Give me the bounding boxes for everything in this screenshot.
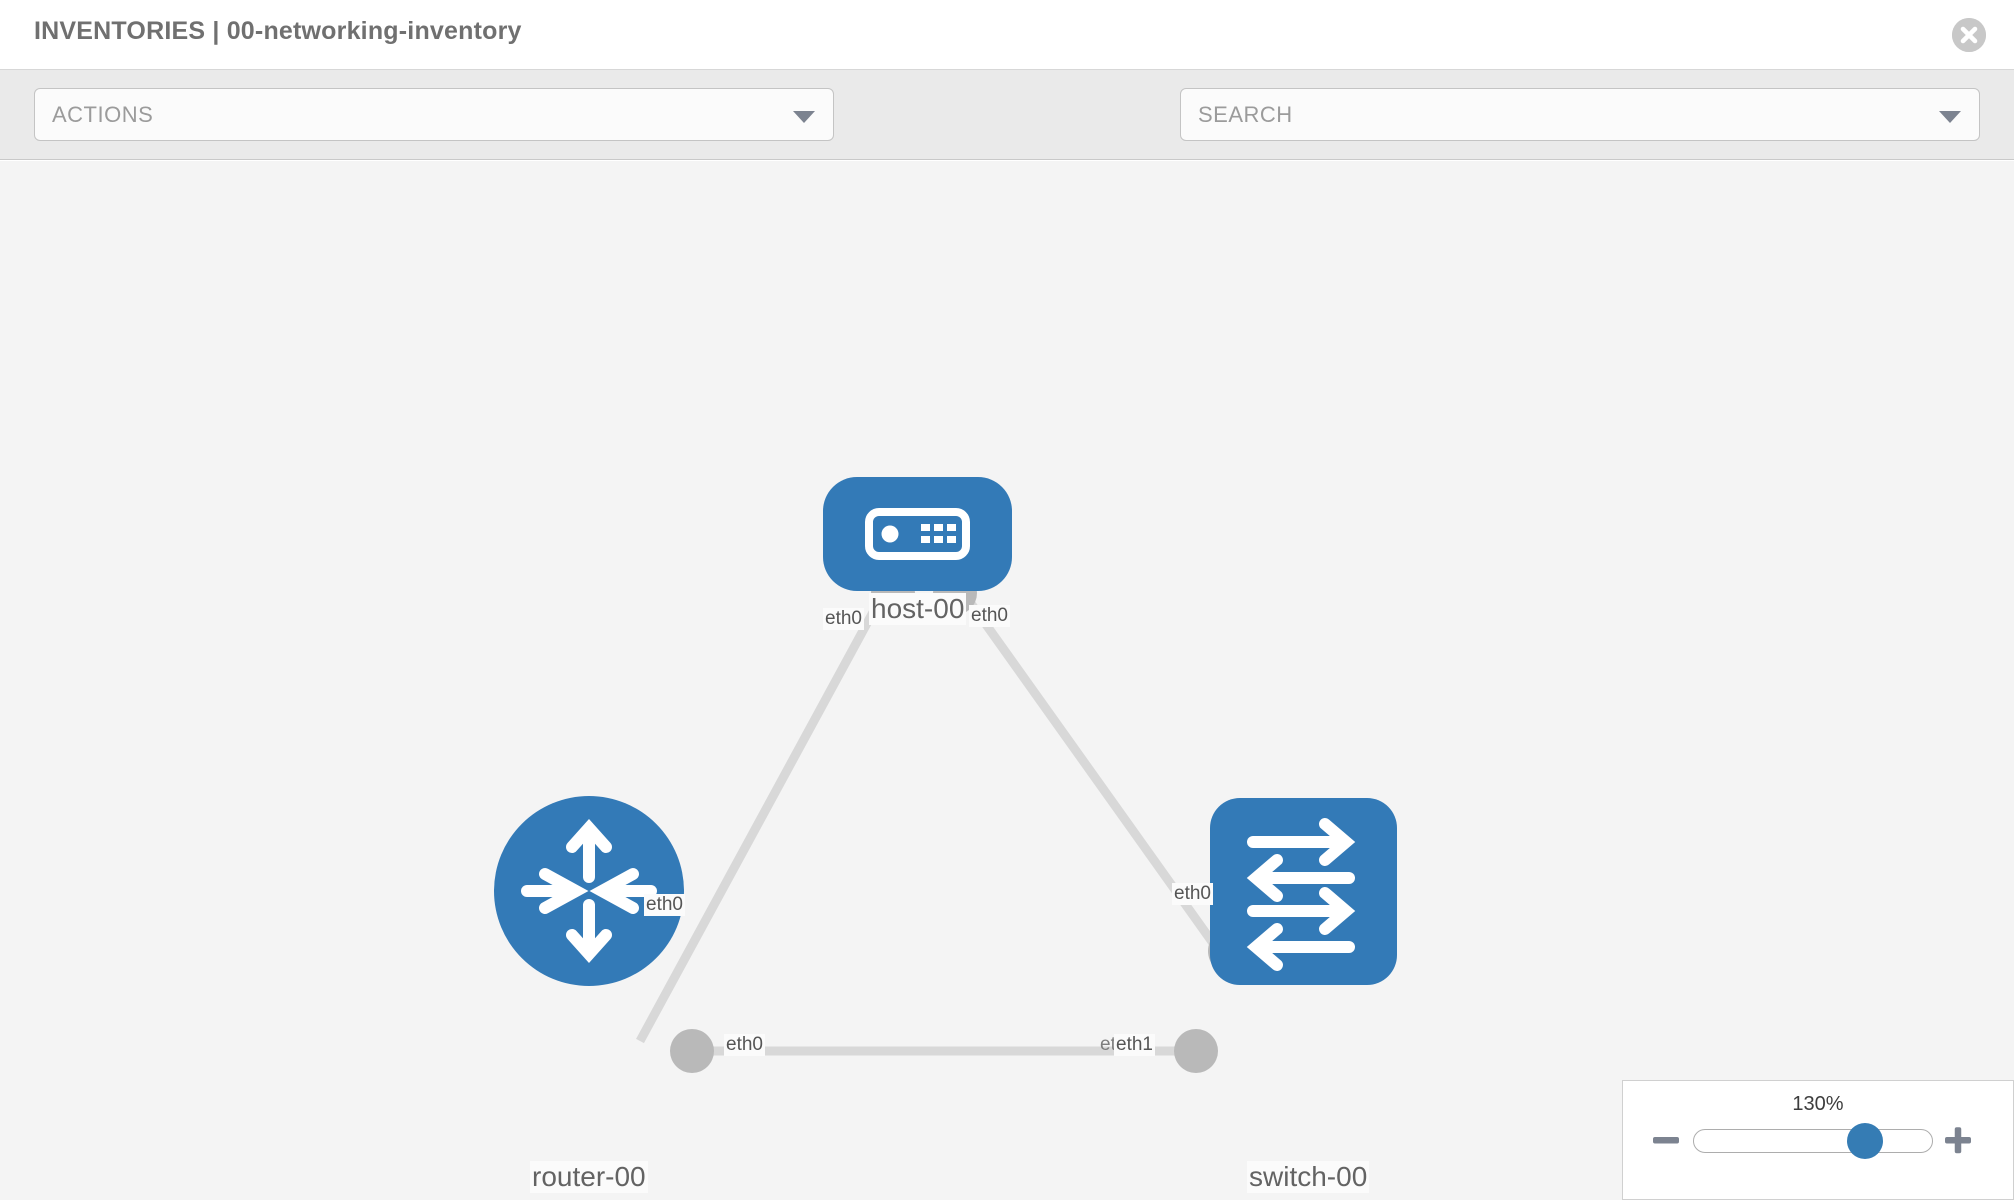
switch-arrows-icon <box>1246 818 1356 971</box>
actions-dropdown-label: ACTIONS <box>52 102 154 127</box>
close-icon[interactable] <box>1952 18 1986 52</box>
plus-icon[interactable] <box>1943 1125 1973 1155</box>
iface-label-host-right: eth0 <box>969 605 1010 627</box>
node-label-switch-00: switch-00 <box>1247 1161 1370 1193</box>
iface-label-router-right: eth0 <box>724 1034 765 1056</box>
iface-label-router-upper: eth0 <box>644 894 685 916</box>
page-header: INVENTORIES | 00-networking-inventory <box>0 0 2014 70</box>
server-icon <box>865 508 970 560</box>
chevron-down-icon <box>793 111 815 123</box>
search-placeholder: SEARCH <box>1198 102 1293 127</box>
zoom-level-value: 130% <box>1792 1093 1844 1115</box>
connector-router-right[interactable] <box>670 1029 714 1073</box>
chevron-down-icon <box>1939 111 1961 123</box>
minus-icon[interactable] <box>1651 1125 1681 1155</box>
toolbar: ACTIONS SEARC <box>0 70 2014 199</box>
iface-label-switch-left: eth1 <box>1114 1034 1155 1056</box>
router-arrows-icon <box>521 819 657 963</box>
zoom-slider-thumb[interactable] <box>1847 1123 1883 1159</box>
link-host-router[interactable] <box>636 578 894 1044</box>
connector-switch-left[interactable] <box>1174 1029 1218 1073</box>
page-title: INVENTORIES | 00-networking-inventory <box>34 17 522 45</box>
link-edges <box>636 578 1244 1056</box>
node-switch-00[interactable] <box>1210 798 1397 985</box>
link-host-switch[interactable] <box>951 578 1244 984</box>
search-input[interactable]: SEARCH <box>1180 88 1980 141</box>
actions-dropdown[interactable]: ACTIONS <box>34 88 834 141</box>
node-router-00[interactable] <box>494 796 684 986</box>
node-label-router-00: router-00 <box>530 1161 648 1193</box>
zoom-slider[interactable] <box>1693 1129 1933 1153</box>
zoom-control-panel: 130% <box>1622 1080 2014 1200</box>
iface-label-host-left: eth0 <box>823 608 864 630</box>
topology-canvas[interactable]: eth0 eth0 eth0 eth0 eth0 eth eth1 host-0… <box>0 161 2014 1200</box>
iface-label-switch-upper: eth0 <box>1172 883 1213 905</box>
node-label-host-00: host-00 <box>869 593 967 625</box>
node-host-00[interactable] <box>823 477 1012 591</box>
topology-graph <box>494 477 1397 1073</box>
